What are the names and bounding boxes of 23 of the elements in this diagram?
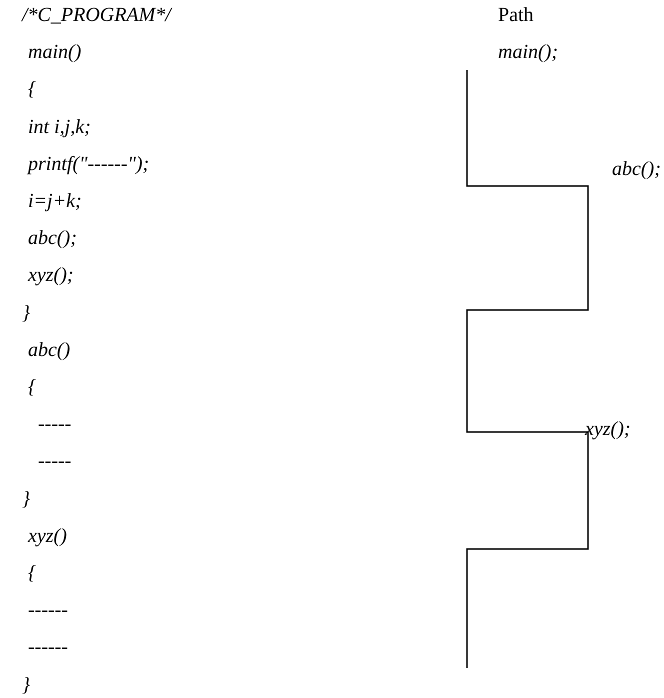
code-comment: /*C_PROGRAM*/ xyxy=(22,4,171,26)
code-line: i=j+k; xyxy=(28,190,82,212)
code-line: printf("------"); xyxy=(28,152,150,175)
code-line: ----- xyxy=(38,450,72,472)
code-line: main() xyxy=(28,41,82,64)
function-call-label: xyz(); xyxy=(585,418,631,440)
code-line: ------ xyxy=(28,636,68,658)
code-line: xyz(); xyxy=(28,264,74,286)
code-line: abc() xyxy=(28,338,70,361)
code-line: } xyxy=(22,302,30,324)
code-line: } xyxy=(22,674,30,696)
code-line: abc(); xyxy=(28,227,77,250)
code-line: xyz() xyxy=(28,524,67,547)
code-line: { xyxy=(28,562,36,584)
function-call-label: main(); xyxy=(498,41,558,63)
code-line: { xyxy=(28,376,36,398)
code-line: ----- xyxy=(38,413,72,436)
function-call-label: abc(); xyxy=(612,158,661,180)
path-heading: Path xyxy=(498,4,534,26)
code-line: int i,j,k; xyxy=(28,116,91,138)
code-line: ------ xyxy=(28,599,68,622)
code-line: { xyxy=(28,78,36,100)
code-line: } xyxy=(22,488,30,510)
